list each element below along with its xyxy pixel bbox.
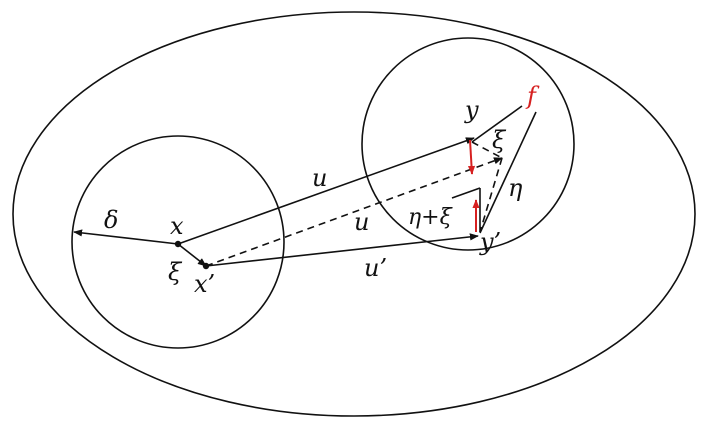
label-eta: η [508,174,523,202]
u-dashed-arrow [205,157,503,267]
outer-domain-ellipse [12,11,696,417]
label-delta: δ [104,206,118,234]
label-eta-plus-xi: η+ξ [408,205,454,230]
label-x: x [170,212,184,240]
u-arrow-x-to-y [177,137,475,245]
label-x-prime: x’ [194,270,215,298]
left-ball [71,135,285,349]
u-prime-arrow [205,233,479,267]
label-f: f [525,82,540,110]
xi-right-dashed [471,141,503,159]
label-y-prime: y’ [479,228,501,256]
label-xi-right: ξ [492,126,507,154]
delta-radius-arrow [73,229,179,245]
point-x-prime [202,262,210,270]
label-u-mid: u [354,208,369,236]
label-u-top: u [312,164,327,192]
label-y: y [464,96,479,124]
eta-plus-xi-segment [451,187,481,199]
right-ball [361,37,575,251]
label-u-prime: u’ [364,254,387,282]
xi-shift-arrow [177,243,207,267]
point-x [174,240,182,248]
f-curve-segment-lower [479,111,537,234]
label-xi-left: ξ [168,258,183,286]
red-arrow-down [467,139,476,175]
f-curve-segment-upper [471,105,523,143]
eta-dashed [479,157,503,233]
